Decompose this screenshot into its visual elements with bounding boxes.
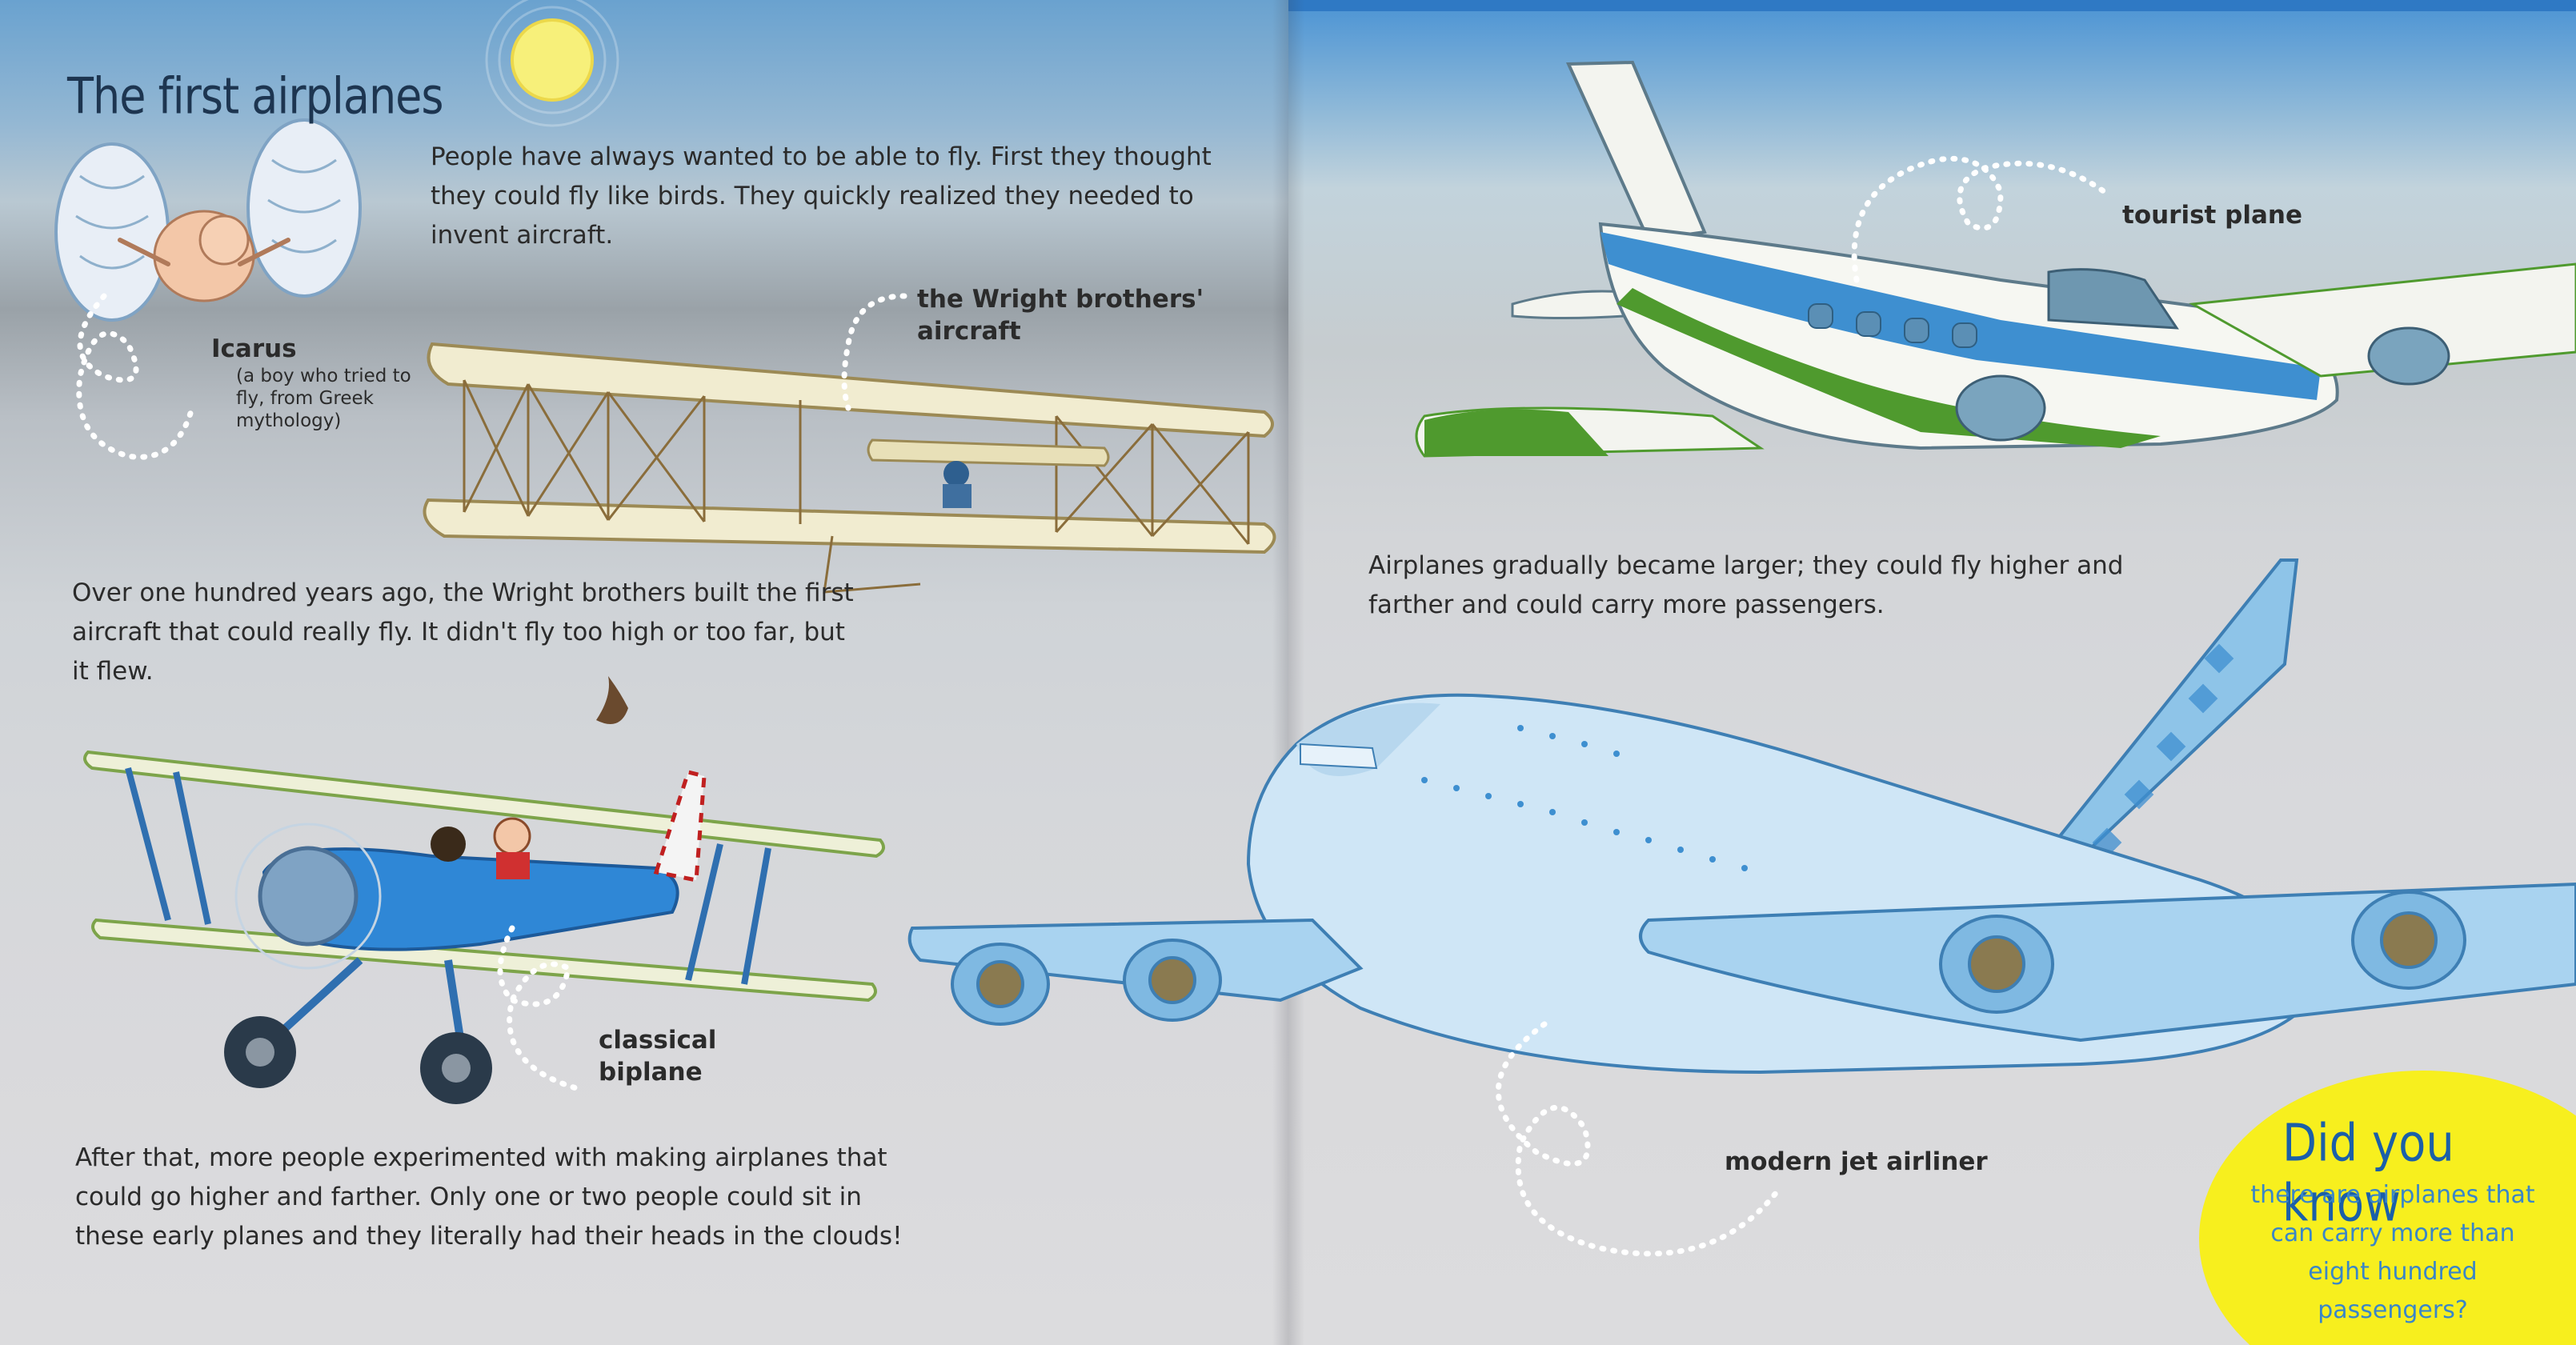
intro-paragraph: People have always wanted to be able to … xyxy=(431,142,1212,250)
wright-paragraph: Over one hundred years ago, the Wright b… xyxy=(72,578,854,686)
jet-airliner-label: modern jet airliner xyxy=(1725,1147,1988,1176)
biplane-label: classical biplane xyxy=(599,1026,717,1087)
icarus-illustration xyxy=(54,118,362,322)
larger-planes-paragraph: Airplanes gradually became larger; they … xyxy=(1368,551,2124,619)
wright-dotted-trail xyxy=(841,293,907,411)
book-gutter xyxy=(1272,0,1304,1345)
biplane-dotted-trail xyxy=(497,925,579,1091)
did-you-know-text: there are airplanes that can carry more … xyxy=(2250,1181,2535,1324)
sun-illustration xyxy=(511,18,594,102)
did-you-know-title: Did you know xyxy=(2282,1114,2454,1234)
icarus-note: (a boy who tried to fly, from Greek myth… xyxy=(236,366,411,431)
icarus-dotted-trail xyxy=(76,293,195,460)
tourist-plane-label: tourist plane xyxy=(2122,201,2302,230)
wright-aircraft-illustration xyxy=(423,342,1276,594)
top-band xyxy=(1288,0,2576,11)
wright-label: the Wright brothers' aircraft xyxy=(917,285,1204,346)
bird-illustration xyxy=(596,676,628,724)
tourist-dotted-trail xyxy=(1851,155,2108,283)
biplane-illustration xyxy=(83,750,885,1104)
jet-dotted-trail xyxy=(1496,1021,1780,1257)
experiment-paragraph: After that, more people experimented wit… xyxy=(75,1143,903,1251)
tourist-plane-illustration xyxy=(1415,60,2576,458)
page-title: The first airplanes xyxy=(67,67,444,126)
propeller-hub xyxy=(258,846,359,947)
icarus-label: Icarus xyxy=(211,334,297,363)
jet-airliner-illustration xyxy=(907,558,2576,1075)
